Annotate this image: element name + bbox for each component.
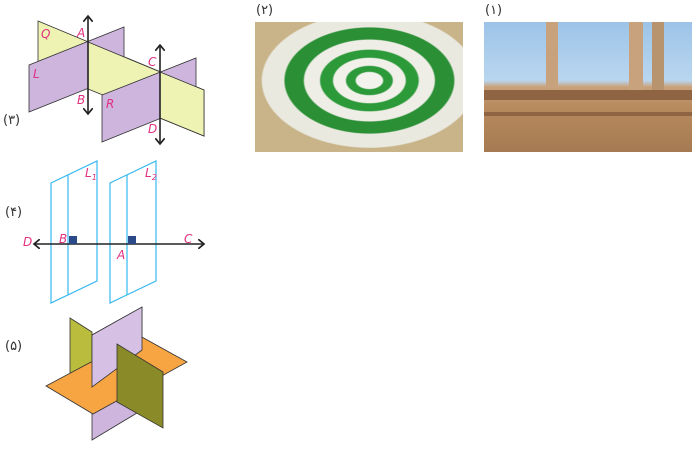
- figure-5-three-planes: [45, 306, 188, 441]
- figure-4-parallel-planes: [50, 160, 157, 304]
- point-d: D: [23, 235, 32, 249]
- point-c: C: [184, 232, 193, 246]
- plane-l1: [50, 160, 98, 304]
- figure-3-intersecting-planes: [28, 17, 205, 143]
- fig2-label: (۲): [256, 3, 273, 18]
- persepolis-relief-photo: [484, 22, 692, 152]
- point-r: R: [106, 97, 114, 111]
- plane-q-right: [159, 71, 205, 137]
- point-b: B: [77, 93, 85, 107]
- right-angle-a: [128, 236, 136, 244]
- point-q: Q: [41, 27, 50, 41]
- label-l2: L2: [145, 166, 157, 182]
- point-a: A: [116, 248, 125, 262]
- plane-olive-front: [116, 343, 164, 429]
- domino-spiral-photo: [255, 22, 463, 152]
- fig3-label: (۳): [3, 113, 20, 128]
- point-a: A: [76, 26, 85, 40]
- point-b: B: [59, 232, 67, 246]
- point-l: L: [33, 67, 40, 81]
- point-d: D: [148, 122, 157, 136]
- fig4-label: (۴): [5, 205, 22, 220]
- fig1-label: (۱): [485, 3, 502, 18]
- fig5-label: (۵): [5, 339, 22, 354]
- plane-l2: [109, 160, 157, 304]
- right-angle-b: [69, 236, 77, 244]
- label-l1: L1: [85, 166, 97, 182]
- point-c: C: [148, 55, 157, 69]
